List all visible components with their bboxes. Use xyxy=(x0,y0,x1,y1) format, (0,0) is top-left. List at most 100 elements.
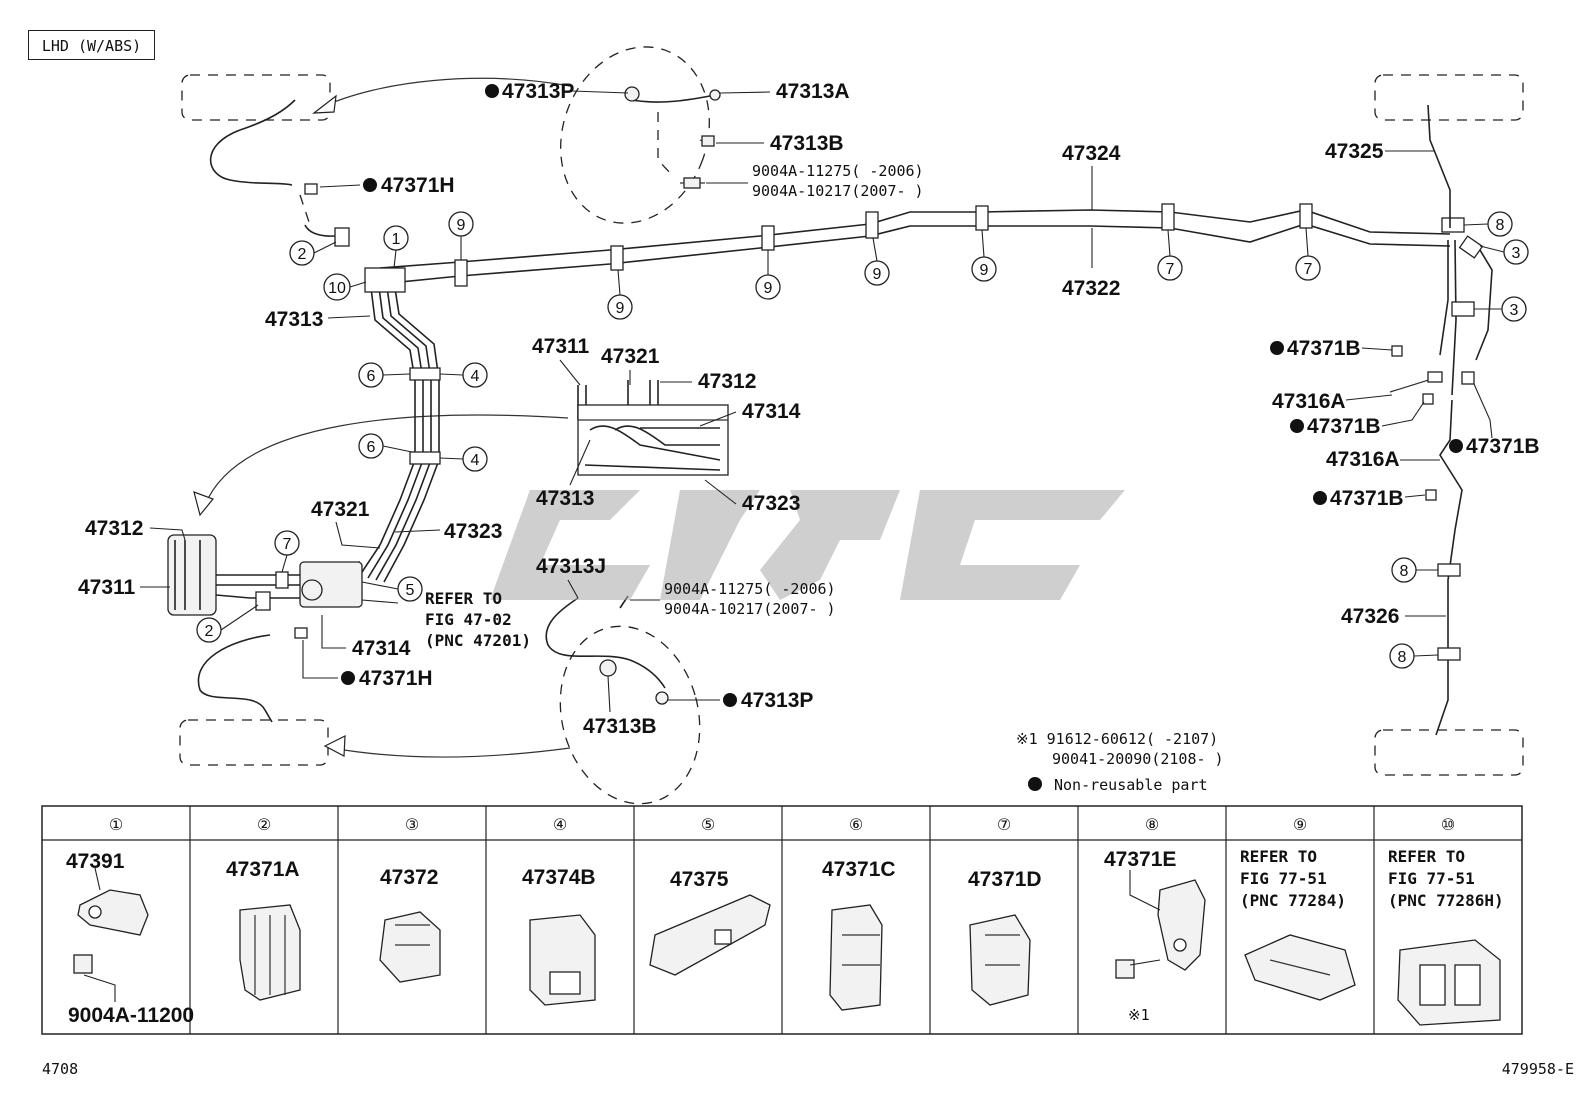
label-47371B-4: 47371B xyxy=(1330,487,1404,510)
label-47312-inset: 47312 xyxy=(698,370,756,393)
label-47323: 47323 xyxy=(444,520,502,543)
label-bolt-a-top: 9004A-11275( -2006) xyxy=(752,162,924,180)
svg-text:9: 9 xyxy=(764,280,773,297)
svg-text:2: 2 xyxy=(205,623,214,640)
table-ref-10-line-3: (PNC 77286H) xyxy=(1388,891,1504,910)
label-47326: 47326 xyxy=(1341,605,1399,628)
label-47312: 47312 xyxy=(85,517,143,540)
table-ref-9-line-3: (PNC 77284) xyxy=(1240,891,1346,910)
callout-1: 1 xyxy=(383,225,409,269)
label-47371B-1: 47371B xyxy=(1287,337,1361,360)
label-47371H-bottom: 47371H xyxy=(359,667,433,690)
label-47371B-3: 47371B xyxy=(1466,435,1540,458)
detail-ellipse-bottom xyxy=(559,625,701,805)
wheel-box-rear-left xyxy=(179,719,329,766)
label-47321: 47321 xyxy=(311,498,370,521)
table-part-47375: 47375 xyxy=(670,868,729,891)
svg-text:6: 6 xyxy=(367,368,376,385)
abs-actuator xyxy=(167,534,363,616)
label-bolt-b-mid: 9004A-10217(2007- ) xyxy=(664,600,836,618)
svg-text:8: 8 xyxy=(1398,649,1407,666)
table-part-47371C: 47371C xyxy=(822,858,896,881)
svg-text:6: 6 xyxy=(367,439,376,456)
brake-pipe-47322 xyxy=(379,223,1451,285)
label-47311-inset: 47311 xyxy=(532,335,590,358)
label-47313: 47313 xyxy=(265,308,323,331)
label-bolt-a-mid: 9004A-11275( -2006) xyxy=(664,580,836,598)
table-ref-9-line-1: REFER TO xyxy=(1240,847,1317,866)
callout-3-a: 3 xyxy=(1479,239,1529,265)
footer-page-code: 4708 xyxy=(42,1060,79,1078)
table-header-2: ② xyxy=(257,817,271,834)
svg-text:10: 10 xyxy=(328,280,346,297)
table-part-47371A: 47371A xyxy=(226,858,300,881)
svg-text:2: 2 xyxy=(298,246,307,263)
label-47313B-top: 47313B xyxy=(770,132,844,155)
svg-text:9: 9 xyxy=(873,266,882,283)
wheel-box-front-left xyxy=(181,74,331,121)
label-47313J: 47313J xyxy=(536,555,606,578)
table-ref-10-line-1: REFER TO xyxy=(1388,847,1465,866)
label-47313P-bottom: 47313P xyxy=(741,689,813,712)
label-47313-inset: 47313 xyxy=(536,487,594,510)
svg-text:8: 8 xyxy=(1496,217,1505,234)
callout-9-c: 9 xyxy=(755,250,781,300)
callout-4-a: 4 xyxy=(439,362,488,388)
label-47323-inset: 47323 xyxy=(742,492,800,515)
table-part-47391: 47391 xyxy=(66,850,125,873)
svg-text:3: 3 xyxy=(1510,302,1519,319)
table-header-1: ① xyxy=(109,817,123,834)
variant-tag: LHD (W/ABS) xyxy=(28,30,155,60)
callout-9-e: 9 xyxy=(971,229,997,282)
table-part-47371E: 47371E xyxy=(1104,848,1176,871)
note-1: ※1 91612-60612( -2107) xyxy=(1016,730,1218,748)
arrow-to-front-left xyxy=(319,77,571,109)
table-header-4: ④ xyxy=(553,817,567,834)
label-47314: 47314 xyxy=(352,637,411,660)
detail-ellipse-top xyxy=(560,46,710,224)
label-47316A-1: 47316A xyxy=(1272,390,1346,413)
label-47316A-2: 47316A xyxy=(1326,448,1400,471)
footer-figure-id: 479958-E xyxy=(1501,1060,1574,1078)
callout-7-a: 7 xyxy=(1157,229,1183,281)
table-header-9: ⑨ xyxy=(1293,817,1307,834)
refer-line-3: (PNC 47201) xyxy=(425,631,531,650)
table-header-6: ⑥ xyxy=(849,817,863,834)
callout-10: 10 xyxy=(323,273,367,301)
table-part-47371D: 47371D xyxy=(968,868,1042,891)
watermark-logo xyxy=(490,490,1125,600)
table-part-47372: 47372 xyxy=(380,866,438,889)
svg-text:4: 4 xyxy=(471,452,480,469)
note-3: Non-reusable part xyxy=(1054,776,1208,794)
label-47314-inset: 47314 xyxy=(742,400,801,423)
svg-text:3: 3 xyxy=(1512,245,1521,262)
refer-line-1: REFER TO xyxy=(425,589,502,608)
svg-text:1: 1 xyxy=(392,231,401,248)
svg-text:4: 4 xyxy=(471,368,480,385)
arrow-to-abs xyxy=(204,414,569,506)
callout-6-b: 6 xyxy=(358,433,413,459)
svg-text:5: 5 xyxy=(406,582,415,599)
svg-text:9: 9 xyxy=(980,262,989,279)
svg-text:9: 9 xyxy=(457,217,466,234)
table-sub-9004A-11200: 9004A-11200 xyxy=(68,1004,194,1027)
arrow-to-rear-left xyxy=(331,747,571,758)
refer-line-2: FIG 47-02 xyxy=(425,610,512,629)
callout-6-a: 6 xyxy=(358,362,411,388)
callout-2-bottom: 2 xyxy=(196,604,259,643)
svg-text:7: 7 xyxy=(1166,261,1175,278)
wheel-box-rear-right xyxy=(1374,729,1524,776)
callout-5: 5 xyxy=(361,576,423,602)
label-47313B-bottom: 47313B xyxy=(583,715,657,738)
label-47371H-top: 47371H xyxy=(381,174,455,197)
label-47325: 47325 xyxy=(1325,140,1384,163)
wheel-box-front-right xyxy=(1374,74,1524,121)
svg-text:7: 7 xyxy=(1304,261,1313,278)
table-ref-9-line-2: FIG 77-51 xyxy=(1240,869,1327,888)
inset-clip-detail xyxy=(577,380,729,476)
callout-8-a: 8 xyxy=(1463,211,1513,237)
label-47324: 47324 xyxy=(1062,142,1121,165)
label-47313A: 47313A xyxy=(776,80,850,103)
table-part-47374B: 47374B xyxy=(522,866,596,889)
